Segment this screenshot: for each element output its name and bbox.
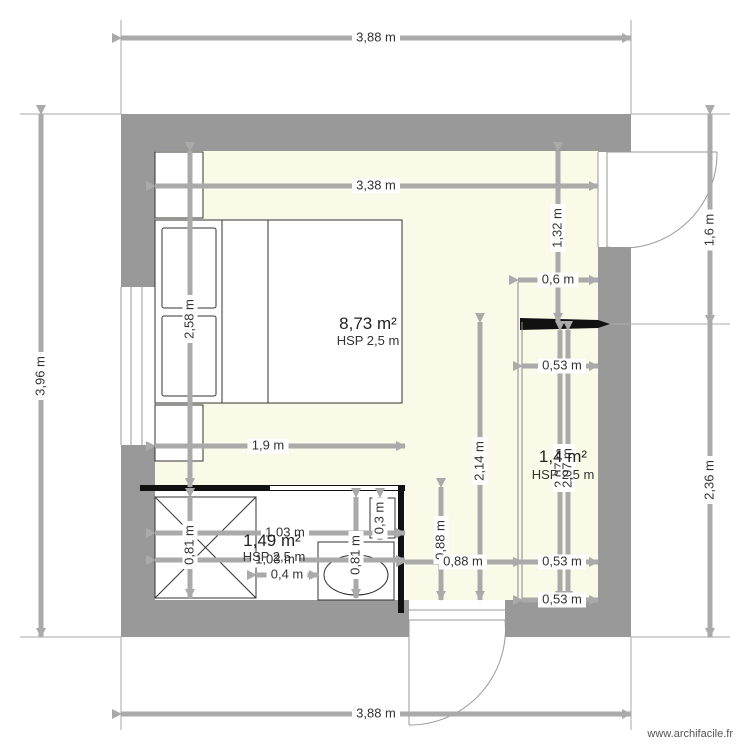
dimension-label-bg (261, 525, 309, 541)
dimension-label-sdb-a: 1,03 m (265, 524, 305, 539)
dimension-label-left-outer: 3,96 m (32, 356, 47, 396)
room-hsp-dressing: HSP 2,5 m (532, 467, 595, 482)
dimension-label-bg (251, 552, 299, 568)
dimension-label-upper-right-vert: 1,32 m (549, 208, 564, 248)
dimension-label-mid-vertical: 2,14 m (471, 441, 486, 481)
dimension-label-h-088: 0,88 m (443, 553, 483, 568)
dimension-label-bg (702, 209, 718, 251)
dimension-label-gap-06: 0,6 m (542, 271, 575, 286)
dimension-label-bg (472, 437, 488, 485)
dimension-label-sdb-small: 0,4 m (271, 566, 304, 581)
dimension-label-sdb-081-b: 0,81 m (347, 535, 362, 575)
dimension-label-gap-053-top: 0,53 m (542, 357, 582, 372)
dimension-label-bottom-outer: 3,88 m (356, 705, 396, 720)
room-area-bathroom: 1,49 m² (243, 531, 301, 550)
dimension-label-bed-height: 2,58 m (181, 299, 196, 339)
dimension-label-bg (372, 497, 388, 539)
dimension-label-bottom-gap: 0,53 m (542, 591, 582, 606)
extension-lines (20, 20, 730, 730)
dimension-label-bg (348, 531, 364, 579)
dimension-label-bg (560, 444, 576, 492)
door-bottom (408, 600, 506, 726)
labels: 3,88 m 3,38 m 3,96 m 1,6 m 2,36 m 3,88 m 2,58 … (32, 29, 718, 722)
dimension-label-right-upper: 1,6 m (701, 214, 716, 247)
dimension-label-bg (33, 352, 49, 400)
room-hsp-bathroom: HSP 2,5 m (243, 549, 306, 564)
dimension-label-top-outer: 3,88 m (356, 29, 396, 44)
dimension-label-bg (352, 30, 400, 46)
dimension-label-sdb-b: 1,03 m (255, 551, 295, 566)
door-right (597, 151, 718, 249)
dimension-label-bg (550, 204, 566, 252)
wall-top (121, 114, 631, 151)
room-area-dressing: 1,4 m² (539, 447, 588, 466)
dimension-label-top-inner: 3,38 m (356, 177, 396, 192)
dimension-label-right-lower: 2,36 m (701, 460, 716, 500)
dimension-label-bg (182, 295, 198, 343)
dimension-label-bg (352, 178, 400, 194)
watermark: www.archifacile.fr (646, 728, 733, 740)
dimension-label-bg (538, 358, 586, 374)
dimension-label-sdb-081-a: 0,81 m (181, 525, 196, 565)
dimension-label-bg (538, 554, 586, 570)
floor-corridor (405, 487, 522, 600)
dimension-label-bed-width: 1,9 m (252, 437, 285, 452)
dimension-label-bg (702, 456, 718, 504)
dimension-label-bg (537, 272, 579, 288)
dimension-label-sdb-side: 0,3 m (371, 502, 386, 535)
dimension-label-v-088: 0,88 m (432, 520, 447, 560)
dimension-label-bg (182, 521, 198, 569)
window-left (120, 287, 156, 445)
dimension-label-corridor-vertical-2: 2,07 m (559, 448, 574, 488)
shower (154, 496, 257, 599)
dimension-label-bg (538, 592, 586, 608)
room-hsp-bedroom: HSP 2,5 m (337, 333, 400, 348)
dimension-label-bg (352, 706, 400, 722)
dimension-label-bg (433, 516, 449, 564)
dimension-label-bg (247, 438, 289, 454)
dimension-label-bg (439, 554, 487, 570)
room-area-bedroom: 8,73 m² (339, 314, 397, 333)
dimension-label-bg (266, 567, 308, 583)
dimension-label-gap-053-bottom: 0,53 m (542, 553, 582, 568)
